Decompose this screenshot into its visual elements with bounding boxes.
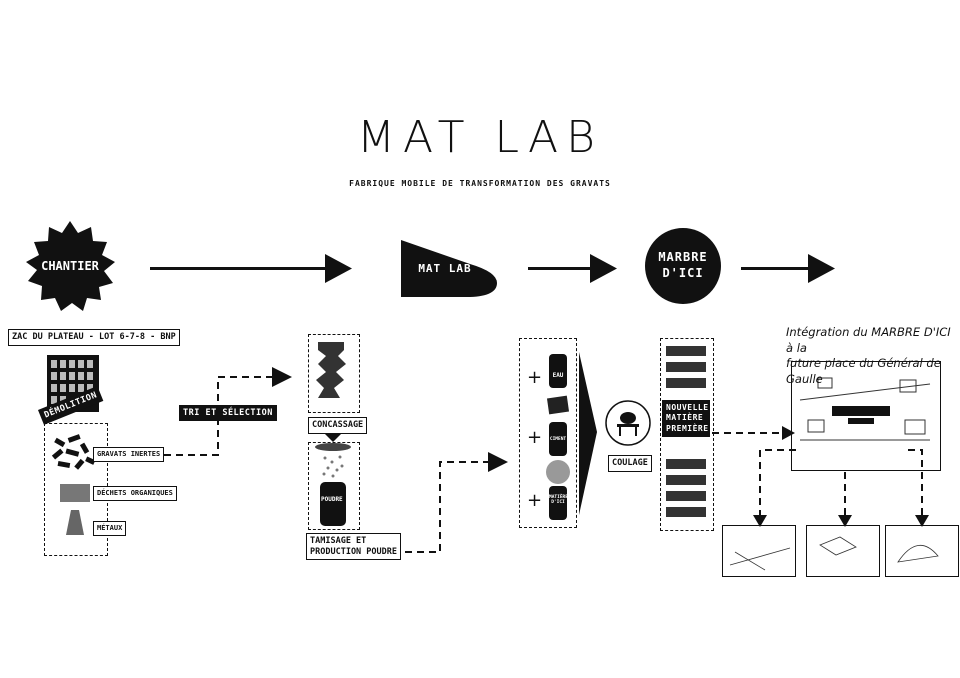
site-plan-card xyxy=(791,361,941,471)
tri-label: TRI ET SÉLECTION xyxy=(179,405,277,421)
tile-photo xyxy=(666,346,706,356)
matlab-wedge xyxy=(401,240,497,297)
ingredient-eau: EAU xyxy=(552,372,564,379)
ingredient-ciment: CIMENT xyxy=(549,437,567,442)
concassage-box xyxy=(308,334,360,413)
metal-photo xyxy=(66,510,84,535)
matiere-bag xyxy=(549,486,567,520)
thumbnail-1 xyxy=(722,525,796,577)
poudre-box xyxy=(308,442,360,530)
crushed-rubble xyxy=(316,342,346,398)
main-arrow-1 xyxy=(150,254,352,283)
material-organic: DÉCHETS ORGANIQUES xyxy=(93,486,177,501)
concassage-label: CONCASSAGE xyxy=(308,417,368,434)
site-label: ZAC DU PLATEAU - LOT 6-7-8 - BNP xyxy=(8,329,180,346)
main-arrow-2 xyxy=(528,254,617,283)
cement-bag xyxy=(549,422,567,456)
tile-photo xyxy=(666,491,706,501)
thumbnail-3 xyxy=(885,525,959,577)
cement-block xyxy=(546,395,570,415)
material-inert: GRAVATS INERTES xyxy=(93,447,165,462)
material-metal: MÉTAUX xyxy=(93,521,127,536)
integration-caption: Intégration du MARBRE D'ICI à la future … xyxy=(786,325,951,386)
coulage-label: COULAGE xyxy=(608,455,652,472)
chantier-starburst xyxy=(26,221,115,311)
connector-thumb-1 xyxy=(759,449,796,518)
plus-icon: + xyxy=(527,490,543,511)
tamisage-label: TAMISAGE ET PRODUCTION POUDRE xyxy=(306,533,401,561)
stage-matlab: MAT LAB xyxy=(418,262,472,275)
ingredient-matiere: MATIÈRE D'ICI xyxy=(549,495,568,505)
tile-photo xyxy=(666,475,706,485)
tile-photo xyxy=(666,507,706,517)
page-subtitle: FABRIQUE MOBILE DE TRANSFORMATION DES GR… xyxy=(349,179,611,188)
plan-placement xyxy=(832,406,890,416)
connector-tri xyxy=(140,376,272,456)
water-bag xyxy=(549,354,567,388)
tile-photo xyxy=(666,459,706,469)
poudre-tag: POUDRE xyxy=(321,496,343,503)
organic-waste-photo xyxy=(60,484,90,502)
powder-bag xyxy=(320,482,346,526)
matiere-pile xyxy=(546,460,570,484)
mixer-icon xyxy=(617,412,639,436)
tile-photo xyxy=(666,378,706,388)
rubble-pile xyxy=(51,434,96,470)
marbre-circle xyxy=(645,228,721,304)
plus-icon: + xyxy=(527,367,543,388)
tiles-box xyxy=(660,338,714,531)
plus-icon: + xyxy=(527,427,543,448)
main-arrow-3 xyxy=(741,254,835,283)
nouvelle-matiere-label: NOUVELLE MATIÈRE PREMIÈRE xyxy=(662,400,710,438)
connector-thumb-3 xyxy=(908,449,923,518)
tile-photo xyxy=(666,362,706,372)
site-plan xyxy=(799,377,931,441)
thumbnail-2 xyxy=(806,525,880,577)
powder-sieve xyxy=(315,443,351,451)
page-title: MAT LAB xyxy=(357,112,603,163)
stage-marbre: MARBRE D'ICI xyxy=(658,250,708,280)
connector-poudre xyxy=(393,461,488,553)
ingredients-box xyxy=(519,338,577,528)
stage-chantier: CHANTIER xyxy=(41,259,99,273)
mix-funnel xyxy=(579,352,597,515)
powder-dots xyxy=(322,455,344,478)
